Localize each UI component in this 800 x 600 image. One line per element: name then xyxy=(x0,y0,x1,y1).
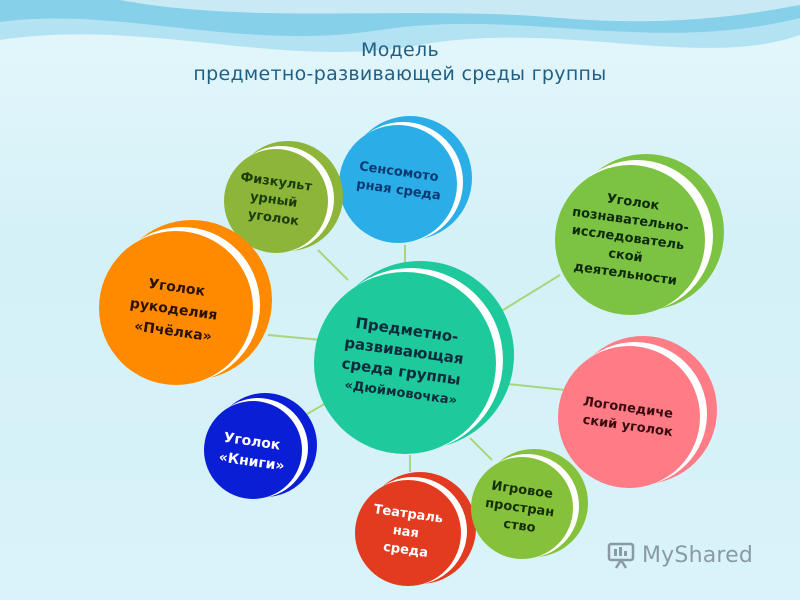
theatre-line-2: ная xyxy=(392,523,420,541)
svg-text:Физкульт урный уго: Физкульт урный уголок xyxy=(234,170,317,231)
connector-craft xyxy=(267,334,323,341)
node-craft: Уголок рукоделия «Пчёлка» xyxy=(99,220,272,385)
logo-text: MyShared xyxy=(642,542,754,568)
diagram-title: Модель предметно-развивающей среды групп… xyxy=(0,38,800,86)
title-line-1: Модель xyxy=(361,39,439,61)
theatre-line-3: среда xyxy=(382,540,429,561)
node-sensory: Сенсомото рная среда xyxy=(339,116,472,243)
title-line-2: предметно-развивающей среды группы xyxy=(193,63,607,85)
node-physical: Физкульт урный уголок xyxy=(224,141,343,253)
node-books: Уголок «Книги» xyxy=(204,393,317,499)
play-line-3: ство xyxy=(502,517,536,536)
node-cognitive: Уголок познавательно- исследователь ской… xyxy=(555,154,724,315)
header-waves xyxy=(0,0,800,52)
node-play: Игровое простран ство xyxy=(471,449,588,559)
physical-line-3: уголок xyxy=(247,207,300,229)
books-line-1: Уголок xyxy=(223,430,282,454)
connector-physical xyxy=(317,249,349,281)
connector-play xyxy=(469,437,493,461)
node-center: Предметно- развивающая среда группы «Дюй… xyxy=(314,261,514,454)
node-theatre: Театраль ная среда xyxy=(355,472,476,586)
cognitive-line-1: Уголок xyxy=(606,191,661,213)
presentation-board-icon xyxy=(607,542,635,569)
cognitive-line-4: ской xyxy=(607,246,643,266)
node-speech: Логопедиче ский уголок xyxy=(558,336,717,488)
physical-line-2: урный xyxy=(249,189,298,210)
craft-line-1: Уголок xyxy=(147,276,206,300)
myshared-logo: MyShared xyxy=(606,538,776,572)
